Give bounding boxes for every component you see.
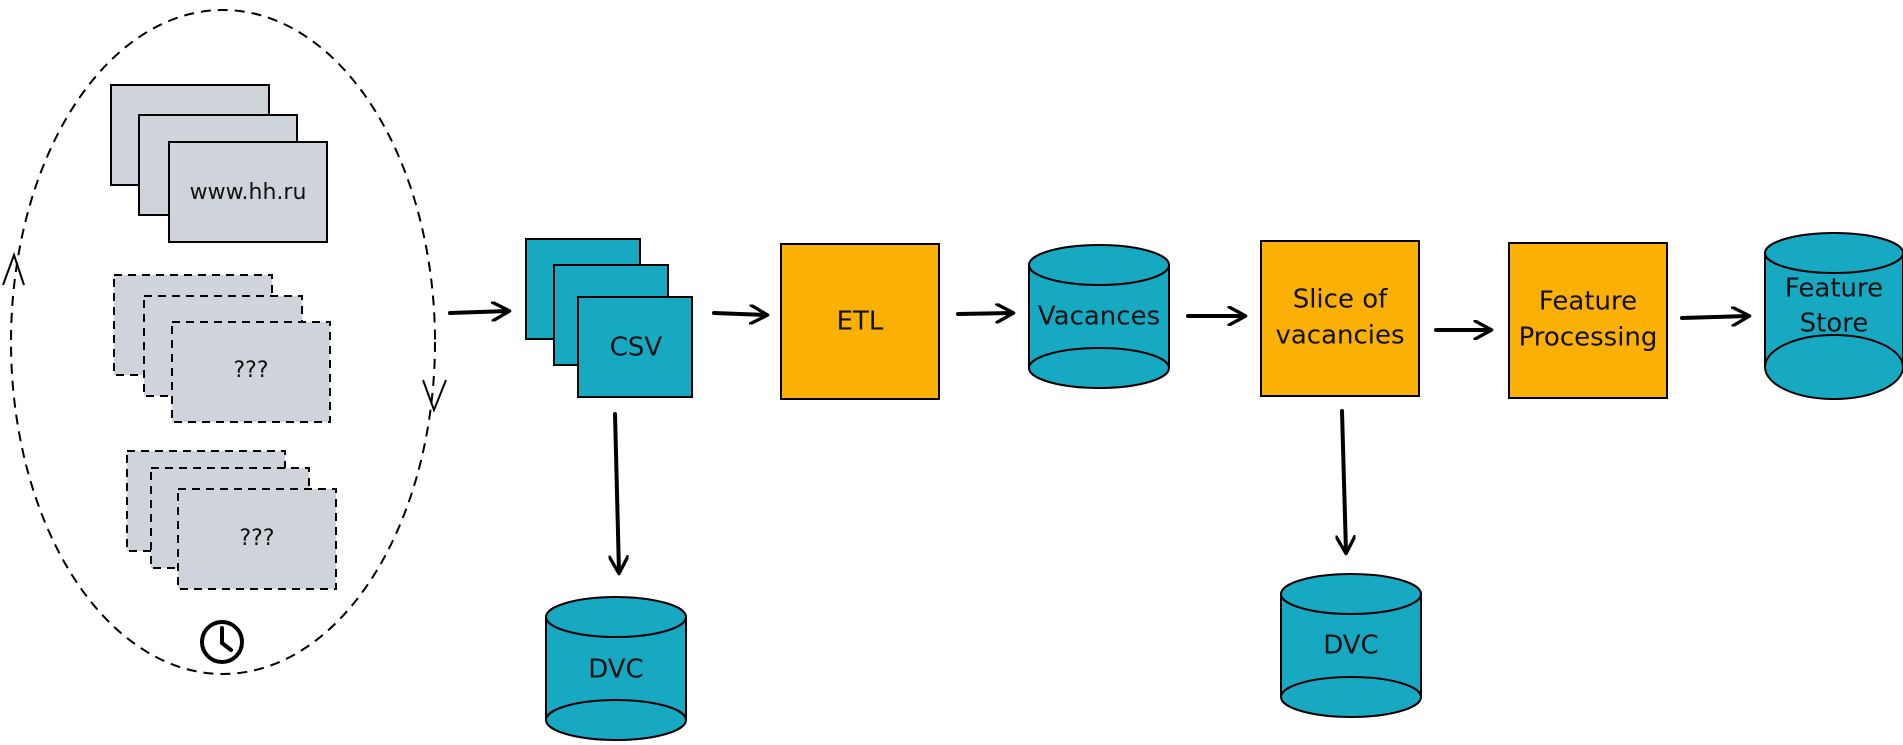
arrow-slice-to-dvc [1342,409,1346,552]
arrow-csv-to-etl [712,313,766,315]
feature-processing-node: Feature Processing [1508,242,1668,399]
source-hh-label: www.hh.ru [190,180,307,205]
vacances-label: Vacances [1038,302,1160,332]
loop-arrow-down [422,379,447,413]
csv-stack: CSV [525,238,693,398]
dvc-slice-label: DVC [1323,631,1379,661]
vacances-cylinder: Vacances [1028,244,1170,389]
feature-processing-label-line2: Processing [1519,323,1658,353]
etl-node: ETL [780,243,940,400]
clock-icon [200,620,244,664]
arrow-sources-to-csv [448,311,508,313]
feature-store-label-line1: Feature [1785,274,1883,304]
source-stack-unknown-1: ??? [113,274,331,423]
loop-arrow-up [2,251,25,286]
dvc-csv-label: DVC [588,655,644,685]
dvc-cylinder-slice: DVC [1280,573,1422,718]
source-unknown-1-label: ??? [233,358,268,383]
dvc-cylinder-csv: DVC [545,596,687,741]
source-unknown-2-label: ??? [239,526,274,551]
scheduled-sources-group: www.hh.ru ??? ??? [2,9,447,675]
slice-label-line1: Slice of [1293,285,1388,315]
feature-store-label-line2: Store [1800,309,1869,339]
slice-label-line2: vacancies [1275,321,1404,351]
slice-node: Slice of vacancies [1260,240,1420,397]
arrow-etl-to-vacances [956,313,1012,314]
csv-label: CSV [610,333,663,363]
etl-label: ETL [837,307,884,337]
arrow-csv-to-dvc [615,412,619,572]
source-stack-hh: www.hh.ru [110,84,328,243]
arrow-feature-processing-to-store [1680,316,1748,318]
feature-store-cylinder: Feature Store [1764,232,1903,400]
feature-processing-label-line1: Feature [1539,287,1637,317]
schedule-loop [10,9,436,675]
source-stack-unknown-2: ??? [126,450,337,590]
